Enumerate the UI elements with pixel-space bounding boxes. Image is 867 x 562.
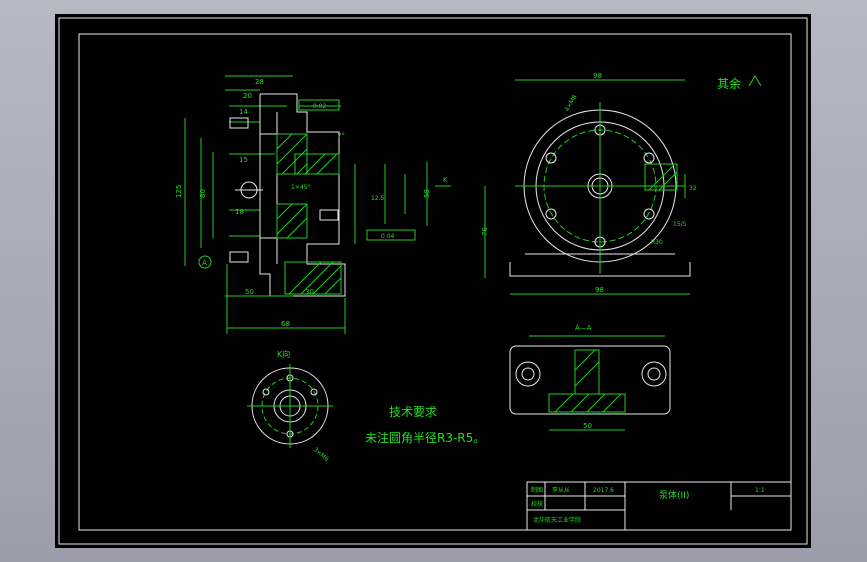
drawing-stroke: [509, 345, 671, 415]
dim-98b: 98: [595, 286, 604, 294]
drawing-stroke: [288, 261, 322, 295]
flange-view: 98 76 98 32 R30 15/5 4×M8 其余: [481, 72, 762, 295]
tech-req-title: 技术要求: [389, 405, 437, 419]
dim-76: 76: [481, 227, 489, 236]
label-k: K: [443, 176, 448, 184]
section-a-a: A—A 50: [509, 324, 671, 431]
radius-r30: R30: [651, 239, 663, 246]
drawing-stroke: [574, 349, 596, 371]
surface-finish-note: 其余: [717, 76, 741, 91]
drawing-stroke: [647, 367, 661, 381]
outer-frame: [58, 17, 808, 545]
dim-125: 125: [175, 185, 183, 198]
tb-check-label: 校核: [531, 500, 543, 508]
drawing-stroke: [509, 262, 691, 277]
drawing-stroke: [276, 203, 293, 220]
drawing-stroke: [526, 481, 792, 531]
drawing-stroke: [198, 255, 212, 269]
hatch-lower: [276, 203, 342, 295]
drawing-group: [548, 349, 626, 413]
drawing-stroke: [298, 99, 340, 111]
anno-4xm8: 4×M8: [564, 94, 579, 113]
drawing-stroke: [570, 393, 590, 413]
tb-date: 2017.6: [593, 487, 614, 494]
dim-50: 50: [245, 288, 254, 296]
drawing-stroke: [521, 367, 535, 381]
drawing-stroke: [545, 208, 557, 220]
label-a: A: [202, 259, 207, 267]
hatch-upper: [276, 133, 340, 175]
drawing-stroke: [644, 163, 678, 191]
drawing-stroke: [574, 361, 600, 387]
inner-frame: [78, 33, 792, 531]
dim-50b: 50: [583, 422, 592, 430]
drawing-stroke: [276, 133, 293, 150]
dim-15: 15: [239, 156, 248, 164]
dim-20: 20: [243, 92, 252, 100]
dim-32: 32: [689, 185, 697, 192]
drawing-stroke: [366, 229, 416, 241]
tb-part-name: 泵体(II): [659, 489, 689, 501]
drawing-stroke: [286, 217, 308, 239]
tb-school: 北华航天工业学院: [533, 516, 581, 524]
drawing-stroke: [229, 117, 249, 129]
drawing-stroke: [658, 171, 678, 191]
drawing-stroke: [554, 393, 574, 413]
drawing-stroke: [574, 349, 600, 395]
drawing-stroke: [316, 153, 338, 175]
drawing-canvas[interactable]: 28 20 14 15 18 125 80 A: [55, 14, 811, 548]
drawing-stroke: [648, 165, 674, 191]
front-section-view: 28 20 14 15 18 125 80 A: [175, 75, 451, 334]
dim-68: 68: [281, 320, 290, 328]
drawing-stroke: [310, 388, 318, 396]
drawing-stroke: [296, 163, 308, 175]
drawing-stroke: [641, 361, 667, 387]
tb-scale: 1:1: [755, 487, 765, 494]
k-view-label: K向: [277, 349, 290, 359]
tb-drawn-label: 制图: [531, 486, 543, 494]
title-block: 制图 李从从 2017.6 校核 泵体(II) 1:1 北华航天工业学院: [526, 481, 792, 531]
drawing-svg: 28 20 14 15 18 125 80 A: [58, 17, 808, 545]
drawing-stroke: [312, 265, 342, 295]
drawing-stroke: [276, 203, 308, 235]
tech-req-line: 未注圆角半径R3-R5。: [365, 430, 485, 445]
body-outline: [259, 93, 346, 297]
drawing-stroke: [515, 361, 541, 387]
dim-15-5: 15/5: [673, 221, 687, 228]
drawing-stroke: [276, 133, 308, 165]
drawing-stroke: [229, 251, 249, 263]
chamfer-1x45: 1×45°: [291, 184, 310, 191]
drawing-stroke: [300, 261, 334, 295]
drawing-stroke: [294, 153, 340, 175]
dim-14: 14: [239, 108, 248, 116]
dim-30: 30: [305, 288, 314, 296]
dim-18: 18: [235, 208, 244, 216]
drawing-stroke: [262, 388, 270, 396]
dim-28: 28: [255, 78, 264, 86]
dim-7deg: 7°: [337, 132, 345, 140]
dim-98: 98: [593, 72, 602, 80]
drawing-stroke: [304, 153, 326, 175]
dim-58: 58: [423, 189, 431, 198]
drawing-stroke: [319, 209, 339, 221]
drawing-stroke: [643, 152, 655, 164]
section-a-a-label: A—A: [575, 324, 592, 332]
dim-80: 80: [199, 189, 207, 198]
k-view: K向 3×M6: [247, 349, 333, 463]
dim-12-5: 12.5: [371, 195, 385, 202]
tb-drawn-name: 李从从: [552, 486, 570, 494]
tolerance-0-02: 0.02: [313, 103, 327, 110]
drawing-stroke: [748, 75, 762, 87]
drawing-stroke: [545, 152, 557, 164]
tolerance-0-04: 0.04: [381, 233, 395, 240]
anno-3xm6: 3×M6: [312, 446, 330, 463]
drawing-stroke: [643, 208, 655, 220]
drawing-stroke: [324, 277, 342, 295]
drawing-stroke: [586, 393, 606, 413]
drawing-stroke: [602, 393, 622, 413]
